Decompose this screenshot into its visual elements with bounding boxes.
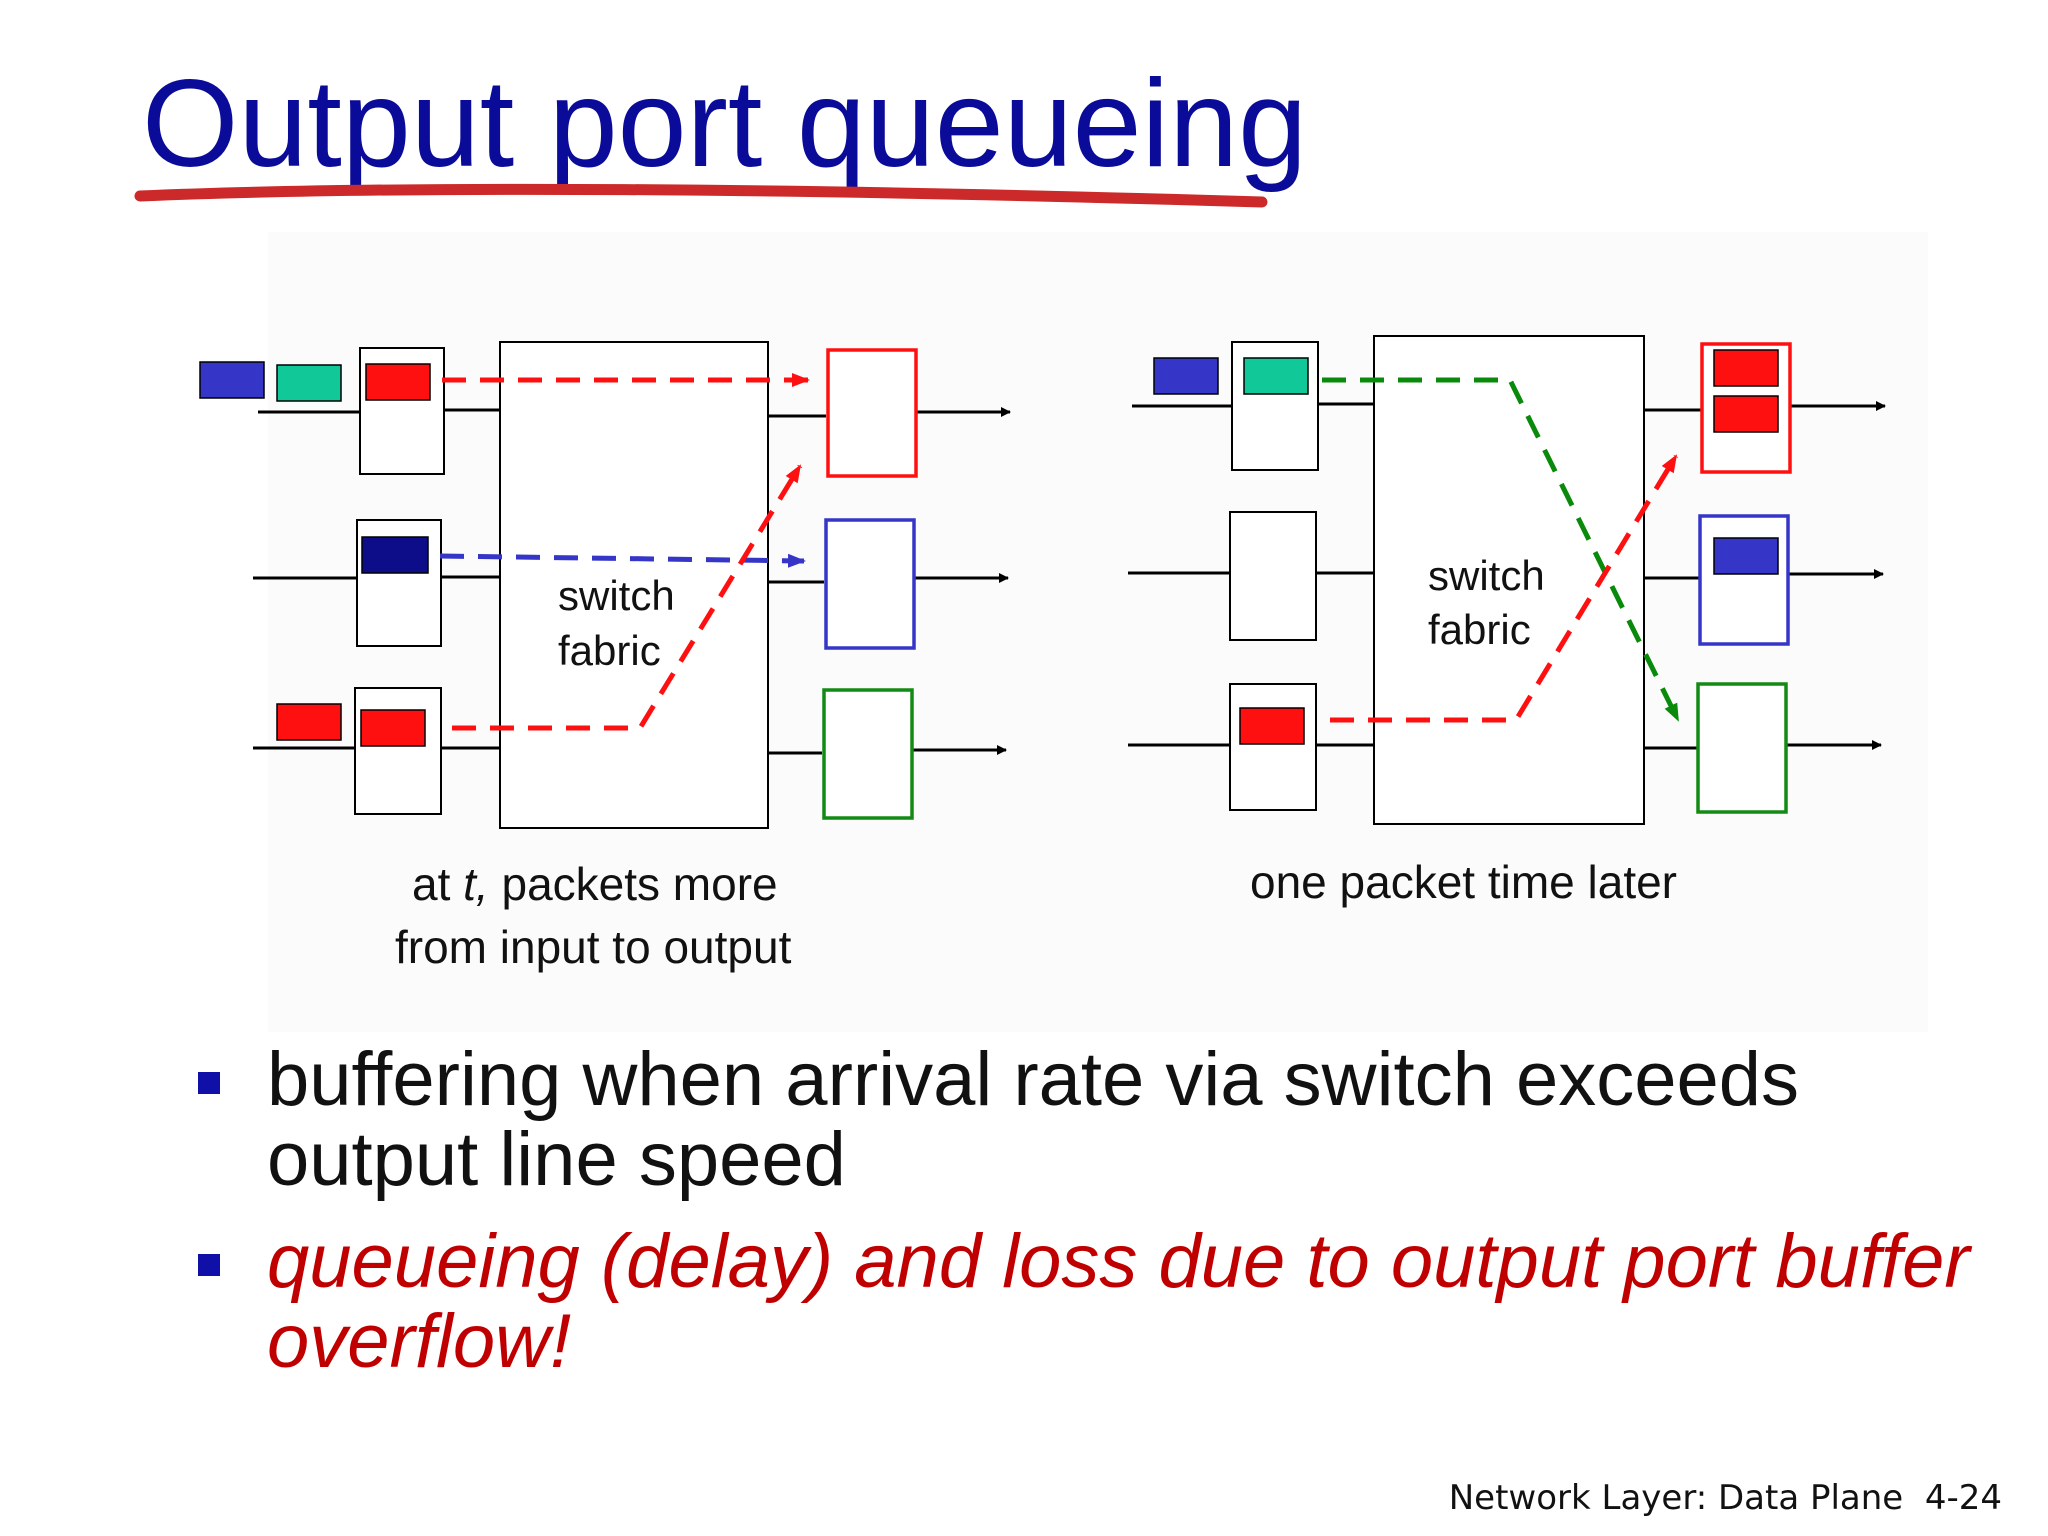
packet-navy-in-port-2	[361, 536, 429, 574]
bullet-text: queueing (delay) and loss due to output …	[267, 1219, 1970, 1384]
packet-blue-waiting-right	[1153, 357, 1219, 395]
packet-teal-in-port-right	[1243, 357, 1309, 395]
packet-teal-waiting	[276, 364, 342, 402]
left-diagram: switch fabric at t, packets more from in…	[199, 341, 1011, 973]
right-input-port-3	[1229, 683, 1317, 811]
right-fabric-label-2: fabric	[1428, 606, 1531, 653]
bullet-item: queueing (delay) and loss due to output …	[190, 1222, 1990, 1382]
bullet-square-icon	[198, 1254, 220, 1276]
bullet-item: buffering when arrival rate via switch e…	[190, 1040, 1990, 1200]
right-caption: one packet time later	[1250, 856, 1677, 908]
bullet-square-icon	[198, 1072, 220, 1094]
left-caption-line-2: from input to output	[395, 921, 792, 973]
right-output-port-green	[1696, 682, 1788, 814]
left-switch-fabric	[499, 341, 769, 829]
packet-red-queued-2	[1713, 395, 1779, 433]
left-output-port-red	[826, 348, 918, 478]
left-fabric-label-1: switch	[558, 572, 675, 619]
right-path-red	[1330, 454, 1679, 723]
right-switch-fabric	[1373, 335, 1645, 825]
right-output-port-blue	[1698, 514, 1790, 646]
packet-red-waiting-3	[276, 703, 342, 741]
bullet-list: buffering when arrival rate via switch e…	[190, 1040, 1990, 1404]
packet-red-queued-1	[1713, 349, 1779, 387]
bullet-text: buffering when arrival rate via switch e…	[267, 1037, 1800, 1202]
slide-title: Output port queueing	[142, 55, 1308, 193]
left-input-port-3	[354, 687, 442, 815]
packet-red-in-port-3-right	[1239, 707, 1305, 745]
packet-blue-waiting	[199, 361, 265, 399]
left-path-blue	[439, 553, 806, 568]
right-fabric-label-1: switch	[1428, 552, 1545, 599]
left-path-red-bottom	[452, 464, 803, 731]
right-path-green	[1322, 377, 1681, 722]
slide-footer: Network Layer: Data Plane 4-24	[1448, 1478, 2002, 1518]
left-fabric-label-2: fabric	[558, 627, 661, 674]
packet-blue-queued	[1713, 537, 1779, 575]
left-output-port-green	[822, 688, 914, 820]
left-caption-line-1: at t, packets more	[412, 858, 778, 910]
right-diagram: switch fabric one packet time later	[1128, 335, 1886, 908]
right-input-port-2	[1229, 511, 1317, 641]
left-output-port-blue	[824, 518, 916, 650]
packet-red-in-port-3	[360, 709, 426, 747]
packet-red-in-port-1	[365, 363, 431, 401]
title-underline	[134, 183, 1268, 208]
